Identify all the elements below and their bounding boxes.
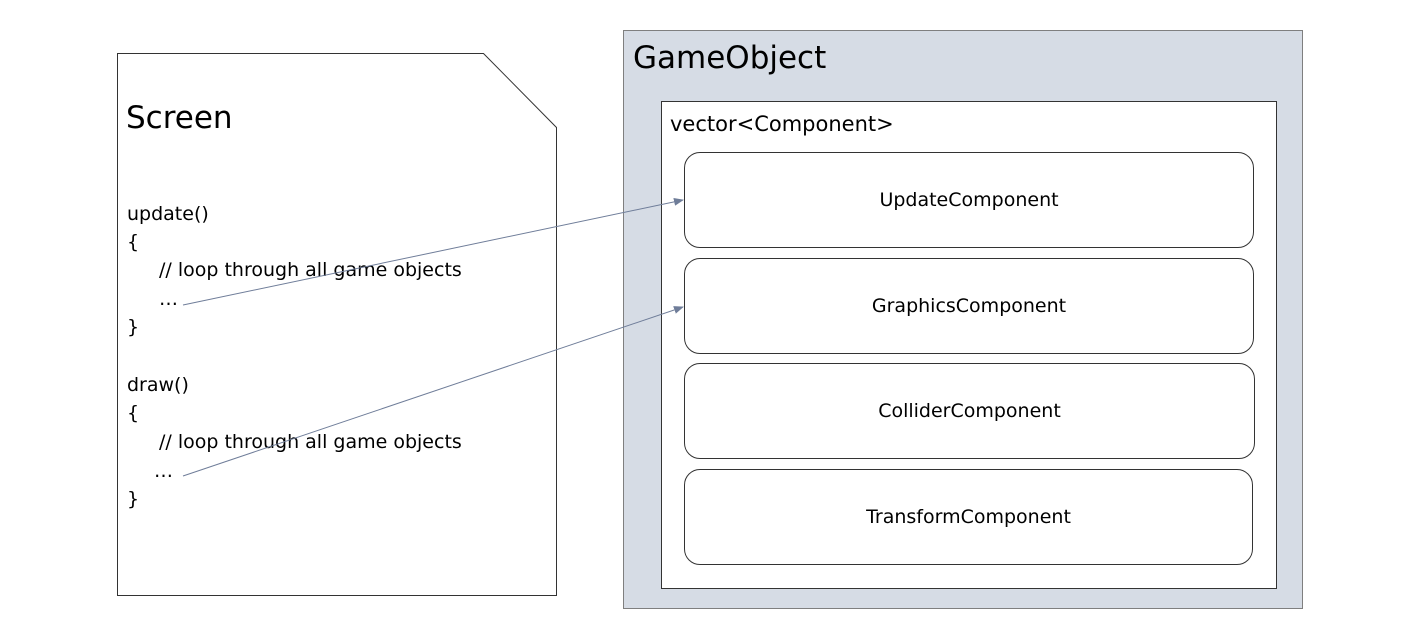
update-close-brace: } <box>127 316 140 338</box>
update-component-box: UpdateComponent <box>684 152 1254 248</box>
draw-ellipsis: … <box>154 460 173 482</box>
draw-loop-comment: // loop through all game objects <box>159 431 462 453</box>
draw-open-brace: { <box>127 402 140 424</box>
collider-component-box: ColliderComponent <box>684 363 1255 459</box>
update-ellipsis: … <box>159 288 178 310</box>
transform-component-label: TransformComponent <box>866 506 1071 528</box>
component-vector-label: vector<Component> <box>670 112 894 136</box>
draw-method-line: draw() <box>127 374 189 396</box>
update-open-brace: { <box>127 231 140 253</box>
graphics-component-box: GraphicsComponent <box>684 258 1254 354</box>
update-to-updatecomponent-arrow <box>182 197 684 306</box>
update-component-label: UpdateComponent <box>879 189 1059 211</box>
screen-title: Screen <box>126 100 233 136</box>
update-loop-comment: // loop through all game objects <box>159 259 462 281</box>
graphics-component-label: GraphicsComponent <box>871 295 1067 317</box>
transform-component-box: TransformComponent <box>684 469 1253 565</box>
update-method-line: update() <box>127 203 209 225</box>
gameobject-title: GameObject <box>633 40 827 76</box>
draw-close-brace: } <box>127 488 140 510</box>
collider-component-label: ColliderComponent <box>878 400 1061 422</box>
